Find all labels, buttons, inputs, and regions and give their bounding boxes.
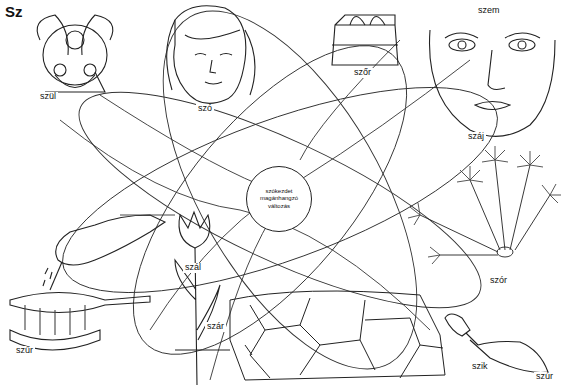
picture-word: szúr xyxy=(534,372,555,382)
picture-word: szűr xyxy=(14,346,35,356)
picture-word: szem xyxy=(476,6,502,16)
picture-word: szül xyxy=(38,92,58,102)
picture-word: szik xyxy=(470,362,490,372)
center-text: szókezdet magánhangzó változás xyxy=(256,188,302,210)
picture-word: szár xyxy=(205,322,226,332)
picture-word: száj xyxy=(466,132,486,142)
picture-word: szőr xyxy=(352,68,373,78)
picture-word: szór xyxy=(488,276,509,286)
worksheet-title: Sz xyxy=(5,3,23,20)
center-circle: szókezdet magánhangzó változás xyxy=(246,166,313,233)
picture-word: szó xyxy=(196,104,214,114)
picture-word: szál xyxy=(183,263,203,273)
